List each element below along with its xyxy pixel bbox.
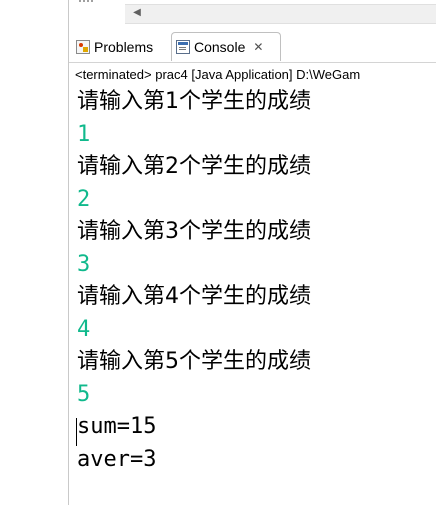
tab-console[interactable]: Console ✕ <box>171 32 281 61</box>
close-icon[interactable]: ✕ <box>253 40 264 54</box>
console-status-line: <terminated> prac4 [Java Application] D:… <box>75 67 361 82</box>
console-output[interactable]: 请输入第1个学生的成绩 1 请输入第2个学生的成绩 2 请输入第3个学生的成绩 3 请输入第… <box>77 86 436 505</box>
console-icon <box>176 40 190 54</box>
gutter-divider <box>68 0 69 505</box>
horizontal-scrollbar[interactable] <box>125 4 436 24</box>
tab-problems-label: Problems <box>94 38 154 55</box>
tab-problems[interactable]: Problems <box>72 32 172 61</box>
console-line-result: aver=3 <box>77 446 157 472</box>
console-line-input: 4 <box>77 316 91 342</box>
console-line-prompt: 请输入第3个学生的成绩 <box>77 219 311 244</box>
chevron-left-icon[interactable]: ◀ <box>133 7 141 18</box>
view-tab-bar: Problems Console ✕ <box>69 32 436 63</box>
ruler-marks <box>79 0 93 5</box>
console-line-input: 5 <box>77 381 91 407</box>
tab-console-label: Console <box>194 39 246 55</box>
console-line-prompt: 请输入第2个学生的成绩 <box>77 154 311 179</box>
console-line-input: 1 <box>77 121 91 147</box>
console-line-prompt: 请输入第5个学生的成绩 <box>77 349 311 374</box>
console-line-result: sum=15 <box>77 414 157 439</box>
text-caret <box>76 418 77 446</box>
console-line-prompt: 请输入第4个学生的成绩 <box>77 284 311 309</box>
console-line-input: 3 <box>77 251 91 277</box>
problems-icon <box>76 39 90 54</box>
console-line-input: 2 <box>77 186 91 212</box>
console-line-prompt: 请输入第1个学生的成绩 <box>77 89 311 114</box>
left-gutter <box>0 0 68 505</box>
